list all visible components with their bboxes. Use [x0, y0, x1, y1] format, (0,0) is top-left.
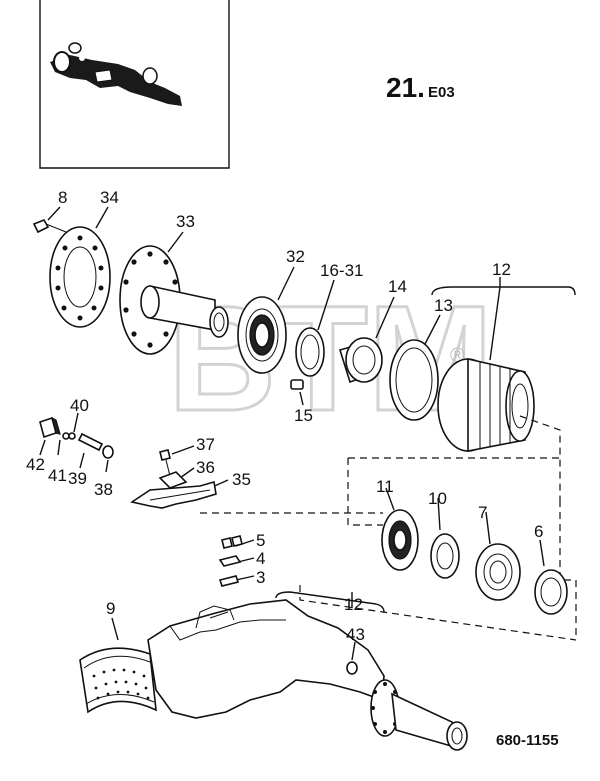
callout-10: 10 [428, 489, 447, 508]
callout-42: 42 [26, 455, 45, 474]
part-16-31-seal [295, 279, 335, 377]
thumbnail-frame [39, 0, 230, 169]
callout-15: 15 [294, 406, 313, 425]
section-code: E03 [428, 84, 455, 101]
part-3-spacer [218, 575, 255, 587]
part-13-ring [389, 314, 441, 421]
drawing-reference: 680-1155 [496, 732, 559, 749]
assembly-outline [200, 415, 577, 641]
part-10-nut [430, 497, 460, 579]
locator-thumbnail [39, 0, 230, 169]
callout-34: 34 [100, 188, 119, 207]
part-9-band [79, 617, 157, 714]
part-37-bolt [159, 445, 195, 477]
callout-8: 8 [58, 188, 67, 207]
thumbnail-axle-sketch [50, 42, 182, 106]
callout-33: 33 [176, 212, 195, 231]
callout-3: 3 [256, 568, 265, 587]
callout-37: 37 [196, 435, 215, 454]
callout-4: 4 [256, 549, 265, 568]
part-34-backing-plate [49, 206, 111, 328]
part-11-bearing [381, 487, 419, 571]
part-15-fitting [290, 379, 304, 406]
part-32-bearing [237, 266, 295, 374]
part-12-axle-housing [147, 591, 468, 751]
part-42-block [39, 416, 61, 456]
section-number: 21. [386, 72, 425, 103]
part-39-pin [77, 432, 104, 469]
part-38-cap [102, 445, 114, 473]
part-33-spindle [119, 231, 229, 355]
callout-14: 14 [388, 277, 407, 296]
callout-6: 6 [534, 522, 543, 541]
part-12-hub-drum [431, 277, 576, 452]
callout-43: 43 [346, 625, 365, 644]
part-41-washer [57, 432, 70, 456]
callout-36: 36 [196, 458, 215, 477]
callout-39: 39 [68, 469, 87, 488]
callout-35: 35 [232, 470, 251, 489]
part-40-pin [68, 412, 79, 440]
callout-labels: 8 34 33 32 16-31 14 12 13 15 40 42 41 39… [26, 188, 543, 644]
callout-38: 38 [94, 480, 113, 499]
callout-16-31: 16-31 [320, 261, 363, 280]
callout-11: 11 [376, 477, 394, 496]
part-5-bolts [221, 535, 255, 549]
part-35-bracket [129, 479, 229, 509]
callout-12-housing: 12 [344, 595, 363, 614]
callout-13: 13 [434, 296, 453, 315]
callout-32: 32 [286, 247, 305, 266]
section-heading: 21. E03 [386, 72, 455, 103]
callout-41: 41 [48, 466, 67, 485]
part-4-washer [218, 555, 255, 567]
part-6-seal [534, 539, 568, 615]
part-36-washer [158, 467, 195, 489]
part-8-bolt [32, 206, 67, 234]
part-7-sleeve [475, 511, 521, 601]
callout-5: 5 [256, 531, 265, 550]
callout-40: 40 [70, 396, 89, 415]
callout-7: 7 [478, 503, 487, 522]
callout-9: 9 [106, 599, 115, 618]
part-14-bearing-cup [338, 296, 395, 384]
callout-12-hub: 12 [492, 260, 511, 279]
